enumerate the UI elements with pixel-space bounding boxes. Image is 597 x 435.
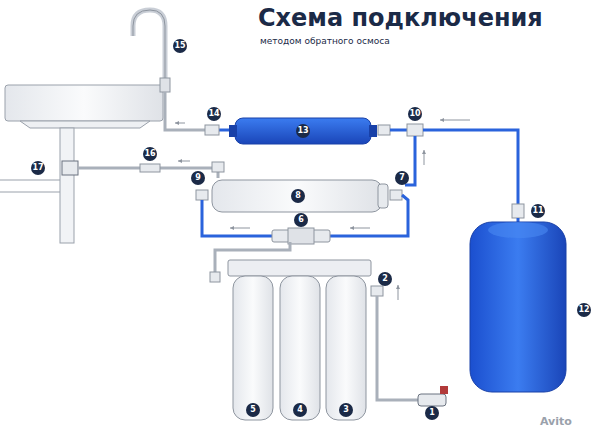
callout-number: 17 bbox=[31, 161, 45, 175]
callout-number: 16 bbox=[143, 147, 157, 161]
diagram-title: Схема подключения bbox=[258, 4, 543, 32]
callout-number: 11 bbox=[531, 204, 545, 218]
callout-number: 5 bbox=[246, 403, 260, 417]
callout-number: 4 bbox=[293, 403, 307, 417]
callout-number: 10 bbox=[408, 107, 422, 121]
callout-number: 1 bbox=[425, 406, 439, 420]
callout-number: 2 bbox=[378, 272, 392, 286]
callout-number: 9 bbox=[191, 171, 205, 185]
callout-number: 14 bbox=[207, 107, 221, 121]
watermark: Avito bbox=[540, 415, 572, 428]
callout-number: 8 bbox=[291, 189, 305, 203]
callout-number: 3 bbox=[339, 403, 353, 417]
callout-number: 15 bbox=[173, 39, 187, 53]
callout-number: 6 bbox=[294, 213, 308, 227]
subtitle: методом обратного осмоса bbox=[260, 36, 390, 46]
callout-number: 12 bbox=[577, 303, 591, 317]
callout-number: 13 bbox=[296, 124, 310, 138]
callout-number: 7 bbox=[395, 171, 409, 185]
